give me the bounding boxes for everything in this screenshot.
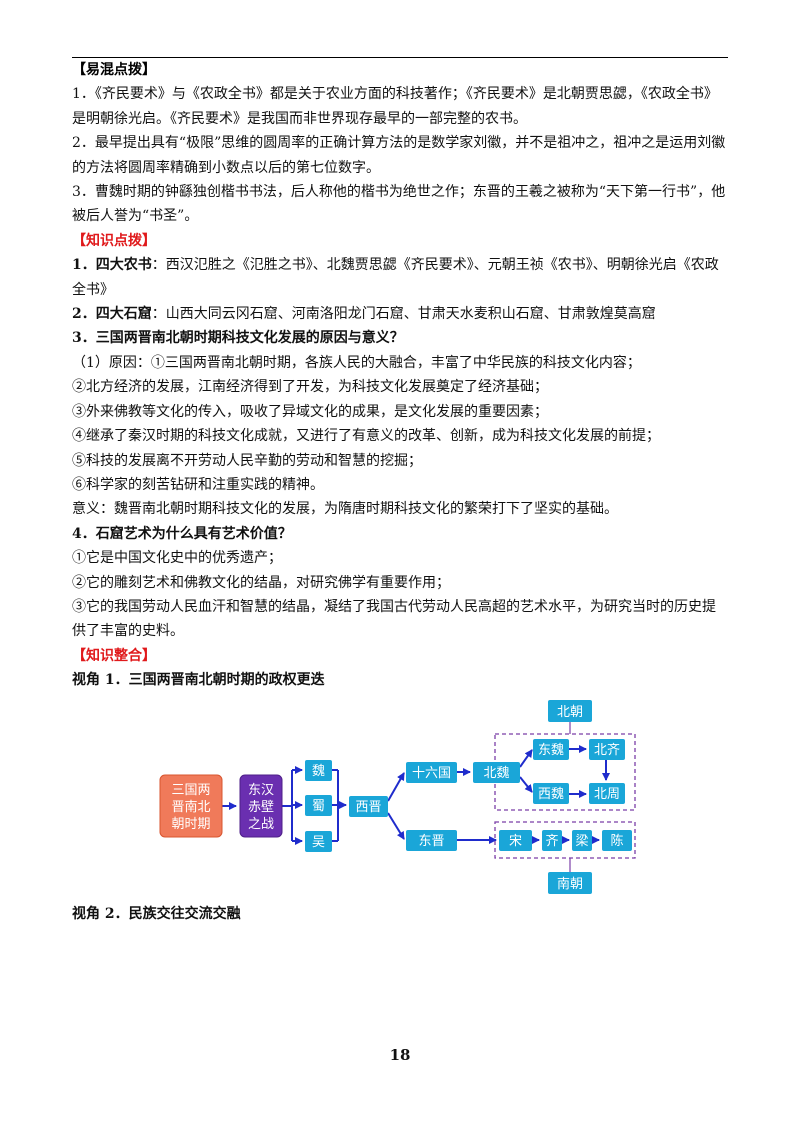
regime-change-diagram: 三国两 晋南北 朝时期 东汉 赤壁 之战 魏 蜀 吴 西晋 十六国 东晋 北魏 … [159, 700, 636, 894]
confusion-point-2: 2．最早提出具有“极限”思维的圆周率的正确计算方法的是数学家刘徽，并不是祖冲之，… [72, 135, 726, 176]
node-eastern-wei [533, 739, 569, 760]
value-3: ③它的我国劳动人民血汗和智慧的结晶，凝结了我国古代劳动人民高超的艺术水平，为研究… [72, 598, 716, 640]
header-rule [72, 57, 728, 58]
meaning: 意义：魏晋南北朝时期科技文化的发展，为隋唐时期科技文化的繁荣打下了坚实的基础。 [72, 501, 618, 518]
node-liang [572, 830, 592, 851]
label-northern-dynasties [548, 700, 592, 722]
node-chen [602, 830, 632, 851]
item1-text: ：西汉氾胜之《氾胜之书》、北魏贾思勰《齐民要术》、元朝王祯《农书》、明朝徐光启《… [72, 257, 719, 298]
node-qi-label: 齐 [545, 833, 558, 849]
node-northern-wei [473, 762, 520, 783]
node-song-label: 宋 [509, 834, 522, 849]
node-eastern-wei-label: 东魏 [538, 743, 564, 758]
node-northern-qi-label: 北齐 [594, 742, 620, 758]
label-southern-dynasties-text: 南朝 [557, 876, 583, 892]
confusion-point-1: 1．《齐民要术》与《农政全书》都是关于农业方面的科技著作；《齐民要术》是北朝贾思… [72, 86, 718, 127]
reason-6: ⑥科学家的刻苦钻研和注重实践的精神。 [72, 476, 324, 493]
node-northern-qi [589, 739, 625, 760]
reason-5: ⑤科技的发展离不开劳动人民辛勤的劳动和智慧的挖掘； [72, 452, 422, 469]
node-shu [305, 795, 332, 816]
period-box [159, 774, 223, 838]
node-northern-zhou-label: 北周 [594, 787, 620, 802]
battle-box [239, 774, 283, 838]
reason-3: ③外来佛教等文化的传入，吸收了异域文化的成果，是文化发展的重要因素； [72, 403, 548, 420]
knowledge-item-1: 1．四大农书：西汉氾胜之《氾胜之书》、北魏贾思勰《齐民要术》、元朝王祯《农书》、… [72, 253, 728, 302]
knowledge-item-3-title: 3．三国两晋南北朝时期科技文化发展的原因与意义？ [72, 330, 404, 347]
node-liang-label: 梁 [575, 834, 588, 849]
battle-line-1: 东汉 [248, 783, 274, 798]
label-southern-dynasties [548, 872, 592, 894]
node-sixteen-label: 十六国 [412, 766, 451, 781]
node-qi [542, 830, 562, 851]
reason-4: ④继承了秦汉时期的科技文化成就，又进行了有意义的改革、创新，成为科技文化发展的前… [72, 428, 660, 445]
node-song [499, 830, 532, 851]
node-western-wei [533, 783, 569, 804]
period-line-2: 晋南北 [171, 799, 210, 815]
node-wu-label: 吴 [312, 835, 325, 850]
knowledge-item-4-title: 4．石窟艺术为什么具有艺术价值？ [72, 525, 292, 542]
node-wu [305, 831, 332, 852]
value-2: ②它的雕刻艺术和佛教文化的结晶，对研究佛学有重要作用； [72, 574, 450, 591]
node-western-jin [349, 796, 388, 817]
knowledge-item-2: 2．四大石窟：山西大同云冈石窟、河南洛阳龙门石窟、甘肃天水麦积山石窟、甘肃敦煌莫… [72, 302, 728, 326]
reason-intro: （1）原因：①三国两晋南北朝时期，各族人民的大融合，丰富了中华民族的科技文化内容… [72, 354, 641, 371]
node-western-wei-label: 西魏 [538, 787, 564, 802]
battle-line-3: 之战 [248, 817, 274, 832]
page-number: 18 [389, 1046, 411, 1064]
view-1-title: 视角 1．三国两晋南北朝时期的政权更迭 [72, 672, 325, 689]
node-wei-label: 魏 [312, 764, 325, 779]
period-line-1: 三国两 [171, 783, 210, 798]
period-line-3: 朝时期 [171, 817, 210, 832]
node-wei [305, 760, 332, 781]
main-content: 【易混点拨】 1．《齐民要术》与《农政全书》都是关于农业方面的科技著作；《齐民要… [72, 58, 728, 693]
confusion-point-3: 3．曹魏时期的钟繇独创楷书书法，后人称他的楷书为绝世之作；东晋的王羲之被称为“天… [72, 184, 726, 225]
reason-2: ②北方经济的发展，江南经济得到了开发，为科技文化发展奠定了经济基础； [72, 379, 548, 396]
node-northern-wei-label: 北魏 [483, 766, 509, 781]
node-sixteen-kingdoms [406, 762, 457, 783]
view-2-title: 视角 2．民族交往交流交融 [72, 906, 241, 922]
item2-label: 2．四大石窟 [72, 306, 152, 323]
node-shu-label: 蜀 [312, 799, 325, 814]
knowledge-heading: 【知识点拨】 [72, 232, 156, 249]
node-western-jin-label: 西晋 [355, 800, 381, 815]
node-eastern-jin [406, 830, 457, 851]
confusion-heading: 【易混点拨】 [72, 62, 156, 78]
node-eastern-jin-label: 东晋 [418, 834, 444, 849]
label-northern-dynasties-text: 北朝 [557, 705, 583, 720]
battle-line-2: 赤壁 [248, 800, 274, 815]
node-northern-zhou [589, 783, 625, 804]
southern-dynasties-group [494, 821, 636, 859]
item2-text: ：山西大同云冈石窟、河南洛阳龙门石窟、甘肃天水麦积山石窟、甘肃敦煌莫高窟 [151, 306, 656, 323]
item1-label: 1．四大农书 [72, 257, 152, 274]
value-1: ①它是中国文化史中的优秀遗产； [72, 550, 282, 567]
node-chen-label: 陈 [610, 833, 623, 849]
integration-heading: 【知识整合】 [72, 647, 156, 664]
